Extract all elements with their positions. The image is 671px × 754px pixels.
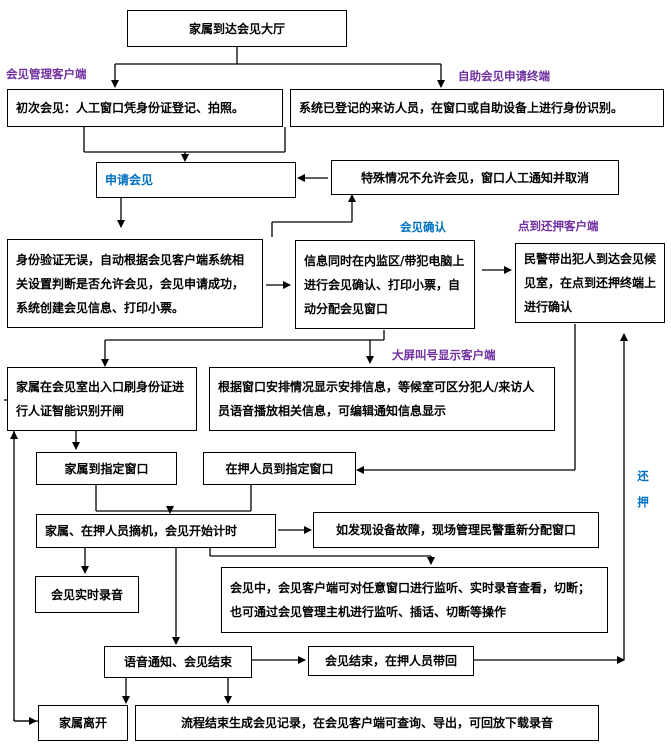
node-arrive-hall: 家属到达会见大厅 xyxy=(127,10,347,47)
node-screen-display-text: 根据窗口安排情况显示安排信息，等候室可区分犯人/来访人员语音播放相关信息，可编辑… xyxy=(218,380,535,418)
node-record-gen: 流程结束生成会见记录，在会见客户端可查询、导出，可回放下载录音 xyxy=(135,705,599,741)
node-special-text: 特殊情况不允许会见，窗口人工通知并取消 xyxy=(360,170,589,185)
node-special: 特殊情况不允许会见，窗口人工通知并取消 xyxy=(331,160,619,195)
node-pickup-text: 家属、在押人员摘机，会见开始计时 xyxy=(45,524,238,538)
node-family-leave: 家属离开 xyxy=(38,705,128,741)
node-fault-text: 如发现设备故障，现场管理民警重新分配窗口 xyxy=(335,523,576,537)
label-big-screen: 大屏叫号显示客户端 xyxy=(392,348,496,362)
node-apply: 申请会见 xyxy=(96,162,296,198)
label-return-custody: 还押 xyxy=(637,469,649,509)
node-inmate-window-text: 在押人员到指定窗口 xyxy=(225,461,334,476)
node-family-gate-text: 家属在会见室出入口刷身份证进行人证智能识别开闸 xyxy=(16,380,185,418)
node-monitor: 会见中，会见客户端可对任意窗口进行监听、实时录音查看，切断；也可通过会见管理主机… xyxy=(221,567,608,633)
node-apply-text: 申请会见 xyxy=(105,173,154,187)
node-pickup: 家属、在押人员摘机，会见开始计时 xyxy=(36,514,276,548)
node-fault: 如发现设备故障，现场管理民警重新分配窗口 xyxy=(313,512,599,548)
node-recording-text: 会见实时录音 xyxy=(50,587,123,602)
node-registered: 系统已登记的来访人员，在窗口或自助设备上进行身份识别。 xyxy=(290,89,664,127)
node-end-return-text: 会见结束，在押人员带回 xyxy=(324,654,457,668)
node-verify-text: 身份验证无误，自动根据会见客户端系统相关设置判断是否允许会见，会见申请成功，系统… xyxy=(16,252,245,315)
label-roll-call: 点到还押客户端 xyxy=(518,219,599,233)
node-verify: 身份验证无误，自动根据会见客户端系统相关设置判断是否允许会见，会见申请成功，系统… xyxy=(7,239,263,328)
node-voice-end-text: 语音通知、会见结束 xyxy=(123,655,232,669)
node-voice-end: 语音通知、会见结束 xyxy=(104,646,252,678)
label-mgmt-client: 会见管理客户端 xyxy=(6,67,87,81)
node-arrive-hall-text: 家属到达会见大厅 xyxy=(188,21,285,36)
node-family-gate: 家属在会见室出入口刷身份证进行人证智能识别开闸 xyxy=(7,367,197,431)
node-first-visit: 初次会见：人工窗口凭身份证登记、拍照。 xyxy=(7,89,283,127)
label-self-service: 自助会见申请终端 xyxy=(458,69,550,83)
node-recording: 会见实时录音 xyxy=(35,576,139,613)
node-family-window-text: 家属到指定窗口 xyxy=(64,461,149,476)
label-confirm: 会见确认 xyxy=(400,220,446,234)
node-confirm-info: 信息同时在内监区/带犯电脑上进行会见确认、打印小票，自动分配会见窗口 xyxy=(295,240,475,329)
node-family-window: 家属到指定窗口 xyxy=(36,452,177,485)
node-screen-display: 根据窗口安排情况显示安排信息，等候室可区分犯人/来访人员语音播放相关信息，可编辑… xyxy=(209,367,555,431)
node-monitor-text: 会见中，会见客户端可对任意窗口进行监听、实时录音查看，切断；也可通过会见管理主机… xyxy=(230,581,591,619)
node-registered-text: 系统已登记的来访人员，在窗口或自助设备上进行身份识别。 xyxy=(299,101,624,115)
node-record-gen-text: 流程结束生成会见记录，在会见客户端可查询、导出，可回放下载录音 xyxy=(180,716,553,730)
node-inmate-window: 在押人员到指定窗口 xyxy=(203,452,356,485)
node-confirm-info-text: 信息同时在内监区/带犯电脑上进行会见确认、打印小票，自动分配会见窗口 xyxy=(304,253,465,316)
node-first-visit-text: 初次会见：人工窗口凭身份证登记、拍照。 xyxy=(16,101,245,115)
node-police-text: 民警带出犯人到达会见候见室，在点到还押终端上进行确认 xyxy=(524,252,657,314)
node-end-return: 会见结束，在押人员带回 xyxy=(308,646,474,676)
node-police: 民警带出犯人到达会见候见室，在点到还押终端上进行确认 xyxy=(515,243,665,323)
node-family-leave-text: 家属离开 xyxy=(58,716,107,730)
